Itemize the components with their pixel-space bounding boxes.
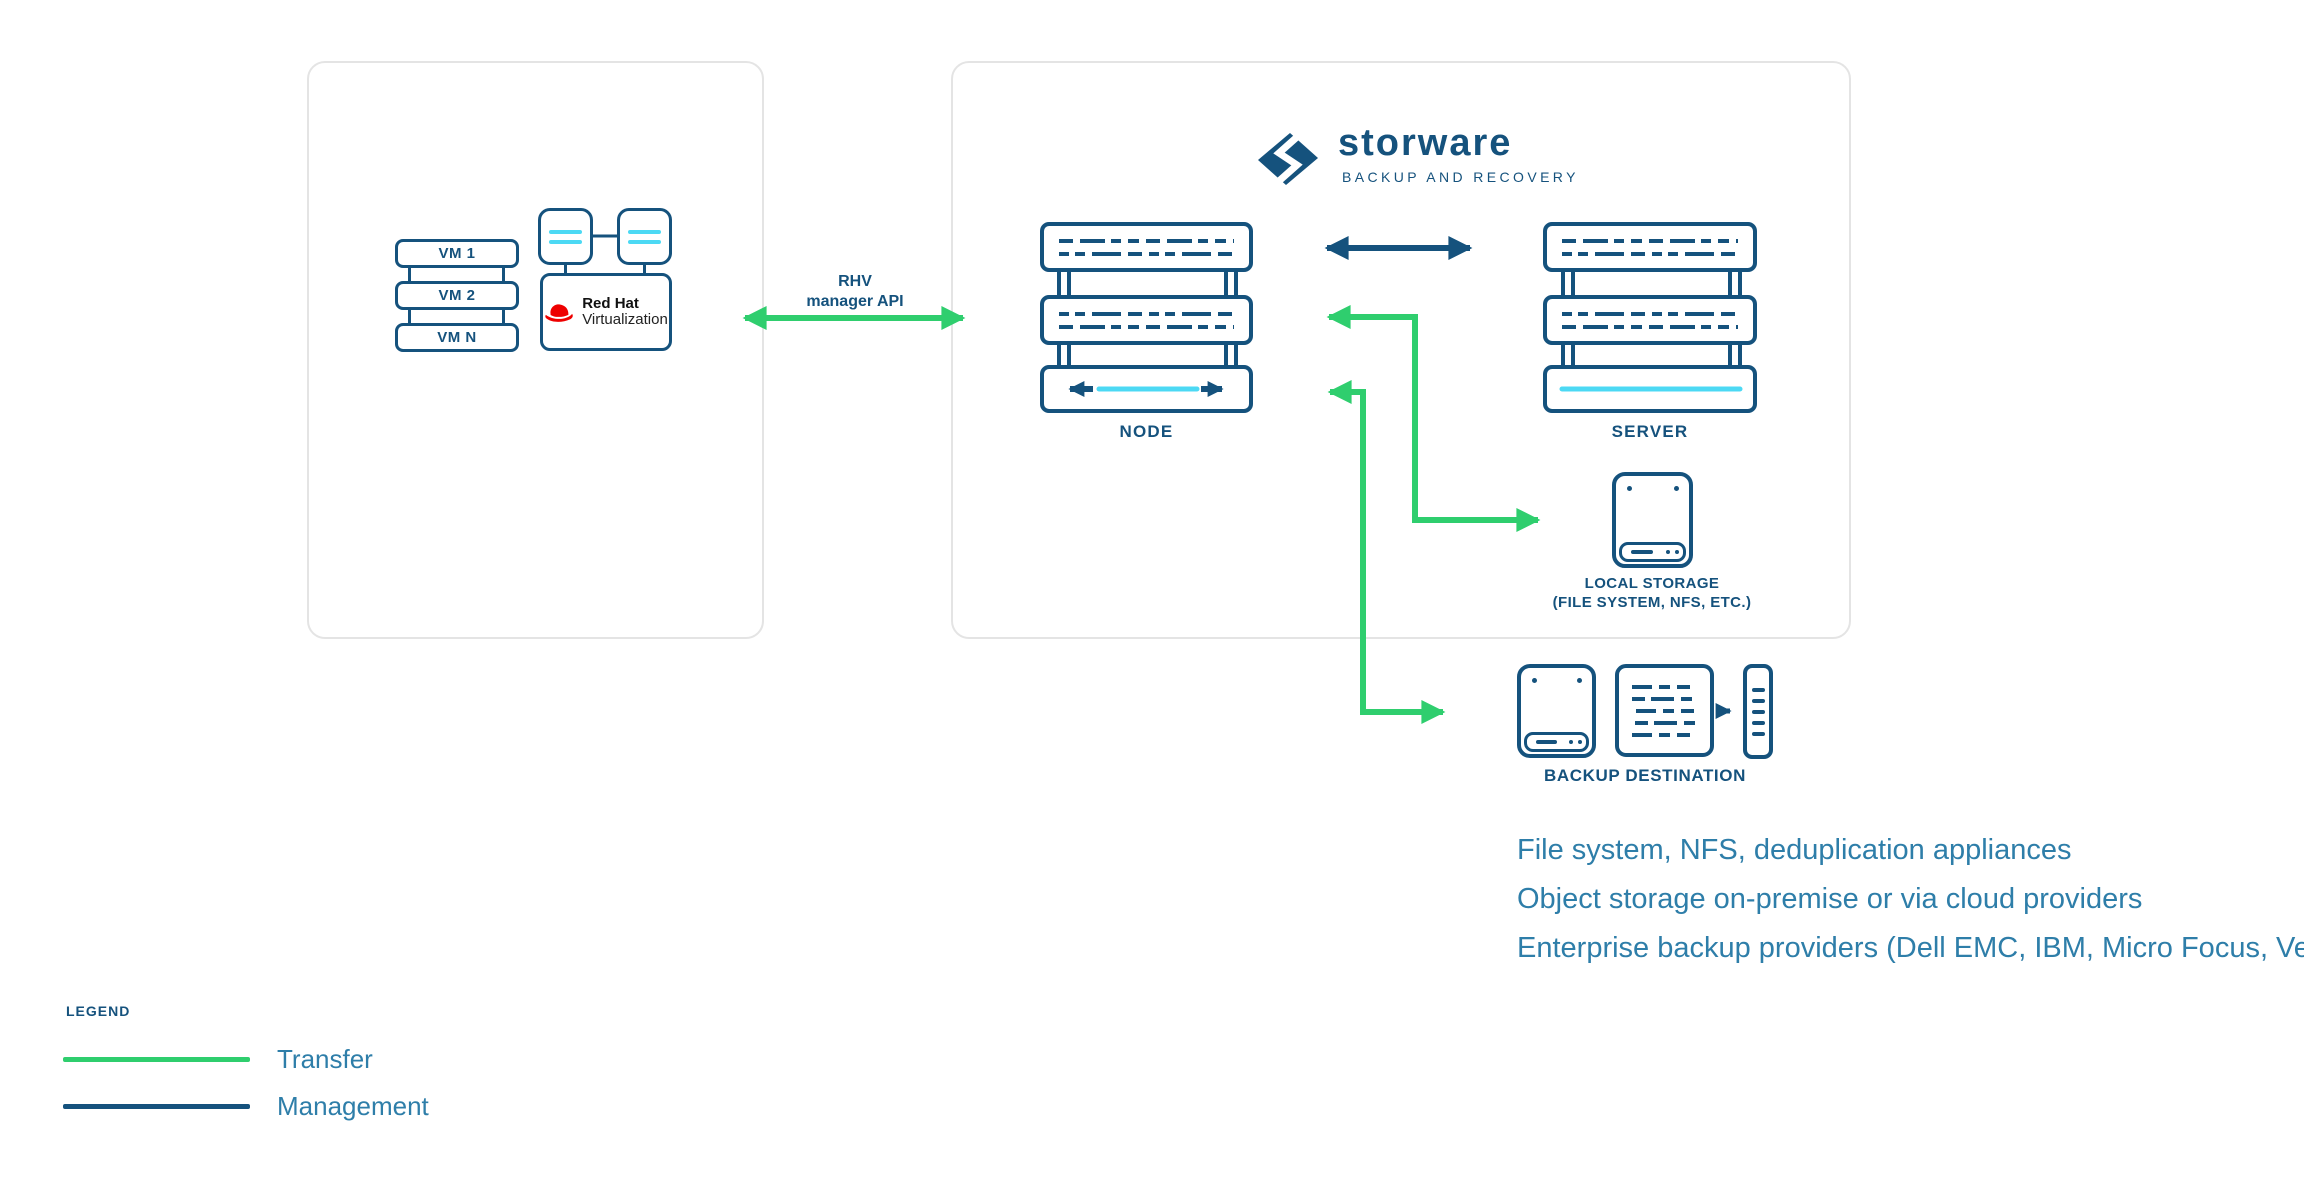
server-stack-connector bbox=[1561, 266, 1575, 300]
disk-dash bbox=[1631, 550, 1653, 554]
node-stack-connector bbox=[1224, 340, 1238, 370]
tape-dash bbox=[1751, 720, 1765, 725]
vm-box-2: VM 2 bbox=[395, 281, 519, 310]
storware-logo-icon bbox=[1258, 133, 1318, 185]
vm-box-1: VM 1 bbox=[395, 239, 519, 268]
disk-screw-dot bbox=[1532, 678, 1537, 683]
server-text-row bbox=[1059, 251, 1234, 256]
storware-wordmark: storware bbox=[1338, 122, 1513, 164]
server-text-row bbox=[1562, 324, 1738, 329]
document-text-row bbox=[1632, 732, 1697, 737]
node-stack-connector bbox=[1224, 266, 1238, 300]
source-environment-panel bbox=[307, 61, 764, 639]
server-unit-2 bbox=[1543, 295, 1757, 345]
note-line: Object storage on-premise or via cloud p… bbox=[1517, 883, 2143, 915]
mini-box-line bbox=[549, 229, 582, 234]
backup-destination-label: BACKUP DESTINATION bbox=[1544, 766, 1746, 785]
disk-drive-bar bbox=[1619, 542, 1686, 562]
legend-title: LEGEND bbox=[66, 1003, 131, 1019]
redhat-logo-subtitle: Virtualization bbox=[582, 311, 668, 328]
storware-tagline: BACKUP AND RECOVERY bbox=[1342, 169, 1579, 185]
node-stack-connector bbox=[1057, 340, 1071, 370]
node-unit-1 bbox=[1040, 222, 1253, 272]
disk-dot bbox=[1569, 740, 1573, 744]
tape-dash bbox=[1751, 698, 1765, 703]
node-unit-3 bbox=[1040, 365, 1253, 413]
disk-dot bbox=[1675, 550, 1679, 554]
local-storage-icon bbox=[1612, 472, 1693, 568]
disk-dot bbox=[1578, 740, 1582, 744]
disk-screw-dot bbox=[1674, 486, 1679, 491]
redhat-virtualization-box: Red Hat Virtualization bbox=[540, 273, 672, 351]
node-label: NODE bbox=[1119, 422, 1174, 441]
backup-disk-icon bbox=[1517, 664, 1596, 758]
redhat-hat-icon bbox=[545, 304, 573, 322]
backup-notes: File system, NFS, deduplication applianc… bbox=[1517, 826, 2304, 973]
disk-dot bbox=[1666, 550, 1670, 554]
backup-document-icon bbox=[1615, 664, 1714, 757]
mini-box-line bbox=[628, 229, 661, 234]
disk-dash bbox=[1536, 740, 1557, 744]
legend-transfer-label: Transfer bbox=[277, 1044, 373, 1074]
tape-dash bbox=[1751, 731, 1765, 736]
note-line: Enterprise backup providers (Dell EMC, I… bbox=[1517, 932, 2304, 964]
mini-box-line bbox=[549, 239, 582, 244]
legend-management-line bbox=[63, 1104, 250, 1109]
vm-label: VM 2 bbox=[438, 287, 476, 304]
disk-screw-dot bbox=[1577, 678, 1582, 683]
rhv-label-line2: manager API bbox=[806, 293, 904, 310]
hypervisor-mini-box bbox=[617, 208, 672, 265]
tape-dash bbox=[1751, 709, 1765, 714]
vm-box-n: VM N bbox=[395, 323, 519, 352]
tape-dash bbox=[1751, 687, 1765, 692]
server-text-row bbox=[1562, 311, 1738, 316]
document-text-row bbox=[1632, 720, 1697, 725]
disk-drive-bar bbox=[1524, 732, 1589, 752]
redhat-logo-title: Red Hat bbox=[582, 295, 639, 312]
document-text-row bbox=[1632, 708, 1697, 713]
note-line: File system, NFS, deduplication applianc… bbox=[1517, 834, 2072, 866]
node-unit-2 bbox=[1040, 295, 1253, 345]
local-storage-label-line2: (FILE SYSTEM, NFS, ETC.) bbox=[1552, 594, 1752, 611]
hypervisor-mini-box bbox=[538, 208, 593, 265]
backup-tape-icon bbox=[1743, 664, 1773, 759]
server-text-row bbox=[1562, 251, 1738, 256]
legend-transfer-line bbox=[63, 1057, 250, 1062]
vm-label: VM N bbox=[437, 329, 477, 346]
server-label: SERVER bbox=[1611, 422, 1689, 441]
node-stack-connector bbox=[1057, 266, 1071, 300]
document-text-row bbox=[1632, 696, 1697, 701]
local-storage-label-line1: LOCAL STORAGE bbox=[1584, 575, 1720, 592]
local-storage-label: LOCAL STORAGE (FILE SYSTEM, NFS, ETC.) bbox=[1532, 574, 1772, 612]
server-unit-1 bbox=[1543, 222, 1757, 272]
server-text-row bbox=[1562, 238, 1738, 243]
mini-box-line bbox=[628, 239, 661, 244]
server-text-row bbox=[1059, 324, 1234, 329]
server-text-row bbox=[1059, 311, 1234, 316]
vm-label: VM 1 bbox=[438, 245, 476, 262]
rhv-label-line1: RHV bbox=[838, 273, 872, 290]
legend-management-label: Management bbox=[277, 1091, 429, 1121]
server-stack-connector bbox=[1728, 266, 1742, 300]
rhv-manager-api-label: RHV manager API bbox=[770, 272, 940, 312]
server-text-row bbox=[1059, 238, 1234, 243]
disk-screw-dot bbox=[1627, 486, 1632, 491]
server-stack-connector bbox=[1728, 340, 1742, 370]
server-unit-3 bbox=[1543, 365, 1757, 413]
server-stack-connector bbox=[1561, 340, 1575, 370]
document-text-row bbox=[1632, 684, 1697, 689]
